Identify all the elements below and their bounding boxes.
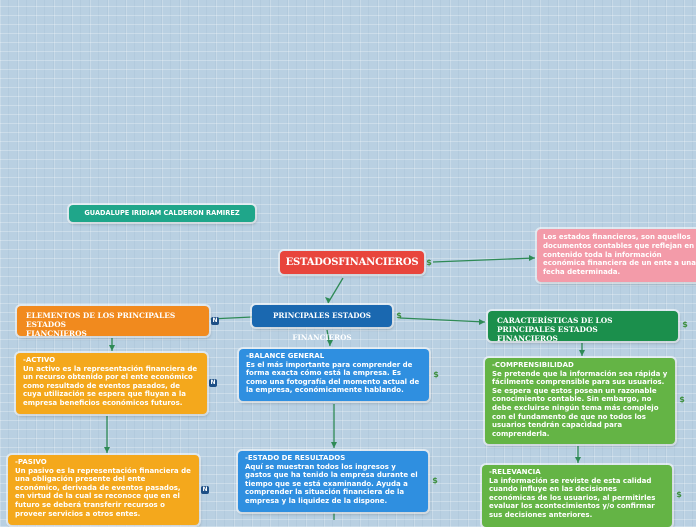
- activo-text: -ACTIVO Un activo es la representación f…: [23, 356, 198, 407]
- link-icon[interactable]: $: [396, 311, 402, 320]
- arrowhead: [327, 340, 333, 346]
- elementos-node[interactable]: ELEMENTOS DE LOS PRINCIPALES ESTADOS FIA…: [17, 306, 209, 338]
- notes-icon[interactable]: N: [201, 486, 209, 494]
- comprensibilidad-node[interactable]: -COMPRENSIBILIDAD Se pretende que la inf…: [485, 358, 675, 444]
- link-icon[interactable]: $: [676, 490, 682, 499]
- balance-general-node[interactable]: -BALANCE GENERAL Es el más importante pa…: [239, 349, 429, 401]
- notes-icon[interactable]: N: [211, 317, 219, 325]
- author-label: GUADALUPE IRIDIAM CALDERON RAMIREZ: [84, 209, 240, 217]
- caracteristicas-node[interactable]: CARACTERÍSTICAS DE LOS PRINCIPALES ESTAD…: [488, 311, 678, 343]
- link-icon[interactable]: $: [682, 320, 688, 329]
- central-topic-node[interactable]: ESTADOSFINANCIEROS: [280, 251, 424, 274]
- central-topic-label: ESTADOSFINANCIEROS: [285, 257, 419, 268]
- arrowhead: [331, 442, 337, 448]
- link-icon[interactable]: $: [426, 258, 432, 267]
- connector-central-definition: [432, 257, 536, 263]
- relevancia-text: -RELEVANCIA La información se reviste de…: [489, 468, 656, 519]
- pasivo-text: -PASIVO Un pasivo es la representación f…: [15, 458, 191, 518]
- balance-general-text: -BALANCE GENERAL Es el más importante pa…: [246, 352, 420, 395]
- link-icon[interactable]: $: [433, 370, 439, 379]
- estado-resultados-text: -ESTADO DE RESULTADOS Aquí se muestran t…: [245, 454, 418, 505]
- activo-node[interactable]: -ACTIVO Un activo es la representación f…: [16, 353, 207, 414]
- arrowhead: [109, 345, 115, 351]
- arrowhead: [529, 255, 535, 261]
- comprensibilidad-text: -COMPRENSIBILIDAD Se pretende que la inf…: [492, 361, 668, 438]
- arrowhead: [575, 457, 581, 463]
- definition-text: Los estados financieros, son aquellos do…: [543, 233, 696, 277]
- elementos-label: ELEMENTOS DE LOS PRINCIPALES ESTADOS FIA…: [26, 311, 176, 338]
- definition-node[interactable]: Los estados financieros, son aquellos do…: [537, 229, 696, 282]
- arrowhead: [579, 350, 585, 356]
- author-node[interactable]: GUADALUPE IRIDIAM CALDERON RAMIREZ: [69, 205, 255, 222]
- pasivo-node[interactable]: -PASIVO Un pasivo es la representación f…: [8, 455, 199, 525]
- arrowhead: [325, 297, 331, 303]
- connector-principales-caracteristicas: [399, 317, 486, 323]
- link-icon[interactable]: $: [432, 476, 438, 485]
- principales-label: PRINCIPALES ESTADOS FINANCIEROS: [273, 311, 371, 342]
- notes-icon[interactable]: N: [209, 379, 217, 387]
- arrowhead: [104, 447, 110, 453]
- estado-resultados-node[interactable]: -ESTADO DE RESULTADOS Aquí se muestran t…: [238, 451, 428, 512]
- principales-node[interactable]: PRINCIPALES ESTADOS FINANCIEROS: [252, 305, 392, 342]
- link-icon[interactable]: $: [679, 395, 685, 404]
- relevancia-node[interactable]: -RELEVANCIA La información se reviste de…: [482, 465, 672, 527]
- caracteristicas-label: CARACTERÍSTICAS DE LOS PRINCIPALES ESTAD…: [497, 316, 613, 343]
- arrowhead: [479, 319, 485, 325]
